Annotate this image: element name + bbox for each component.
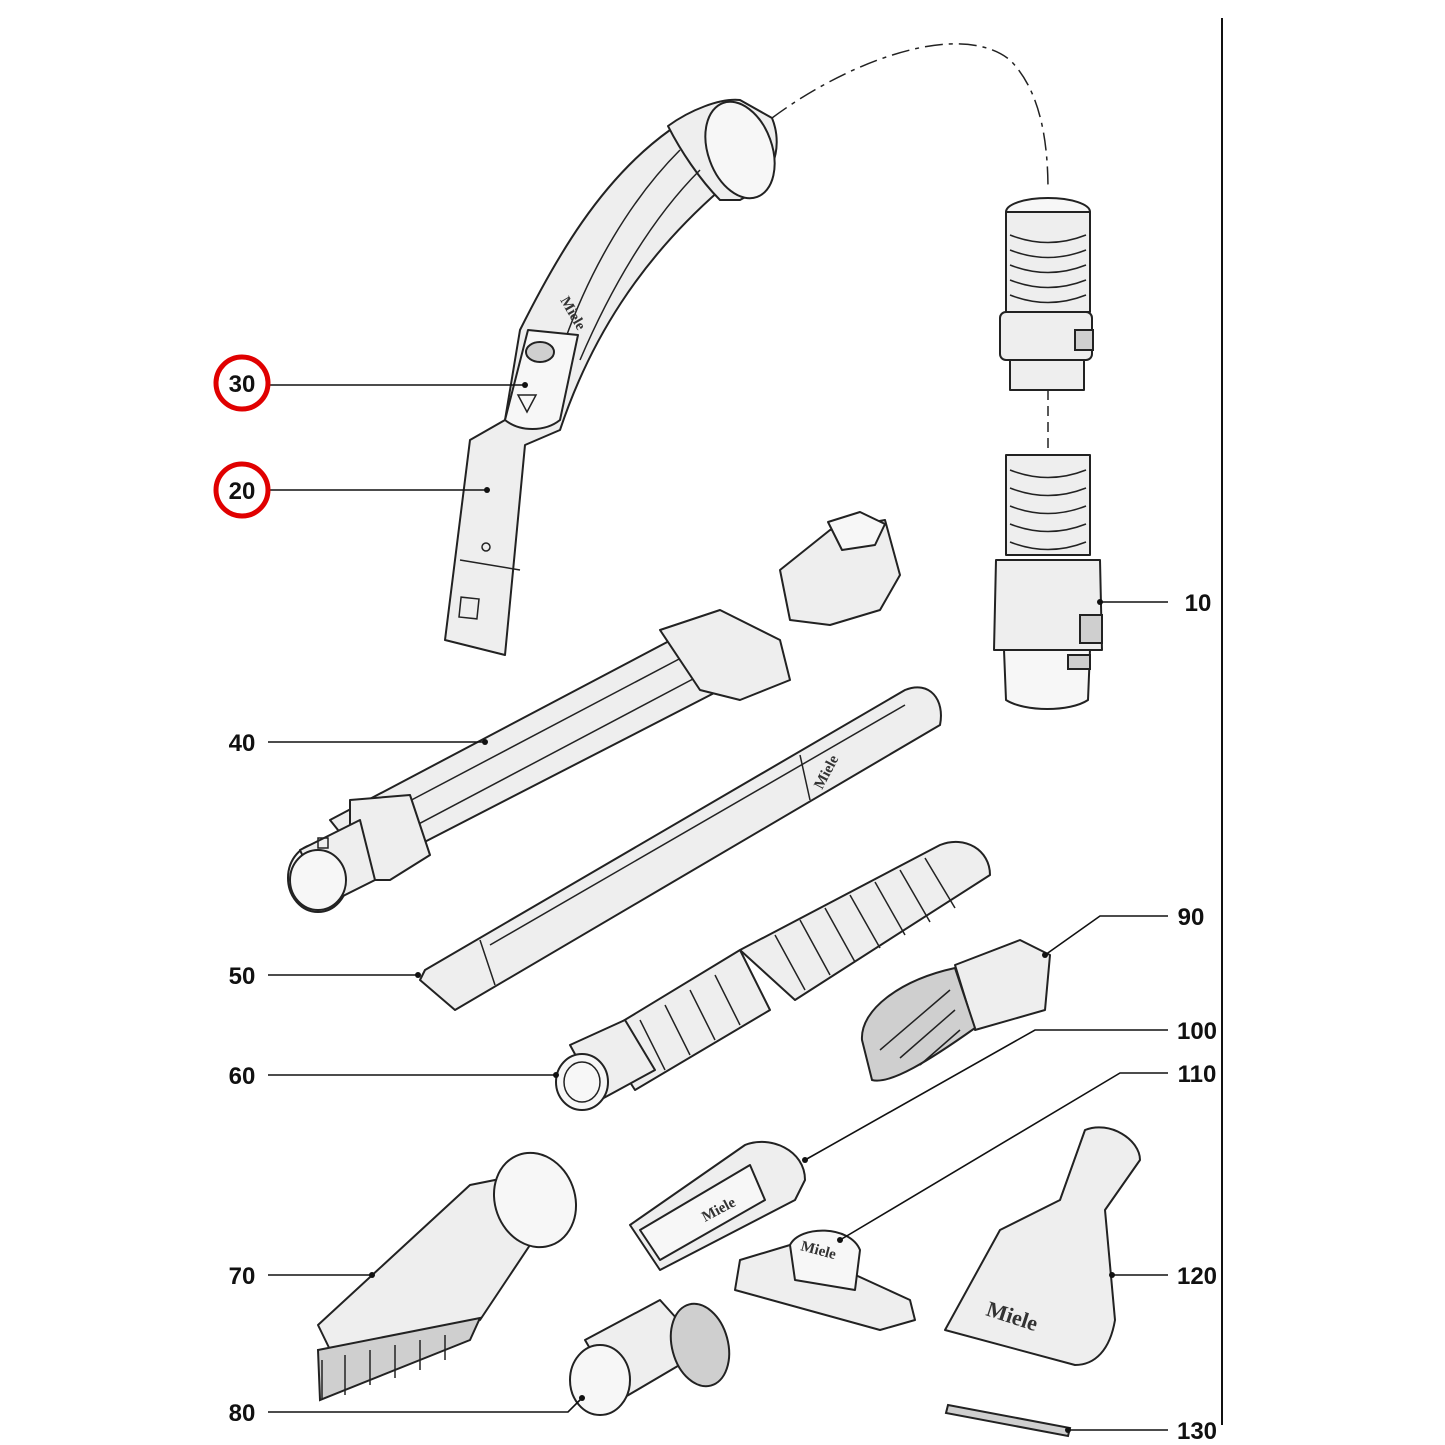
round-brush-part-80 (569, 1299, 731, 1416)
callout-120: 120 (1177, 1263, 1217, 1290)
callout-100: 100 (1177, 1018, 1217, 1045)
callout-80: 80 (229, 1400, 256, 1427)
wide-nozzle-part-120: Miele (944, 1126, 1141, 1366)
dusting-brush-part-70 (316, 1151, 578, 1402)
highlight-circle-30 (213, 354, 271, 412)
callout-90: 90 (1178, 904, 1205, 931)
callout-labels: 30 20 10 40 50 60 70 80 90 100 110 120 1… (229, 371, 1217, 1445)
callout-50: 50 (229, 963, 256, 990)
hose-dashed-path (771, 43, 1049, 191)
callout-10: 10 (1185, 590, 1212, 617)
telescopic-tube-part-40 (287, 511, 901, 913)
callout-110: 110 (1178, 1061, 1217, 1088)
leader-lines (268, 382, 1168, 1433)
small-nozzle-part-100: Miele (629, 1140, 806, 1271)
floor-tool-part-110: Miele (734, 1229, 916, 1331)
hose-connector-part-10 (993, 197, 1103, 710)
callout-70: 70 (229, 1263, 256, 1290)
callout-20: 20 (229, 478, 256, 505)
crevice-nozzle-part-50: Miele (419, 686, 942, 1011)
handle-slider-part-30 (504, 329, 579, 430)
callout-40: 40 (229, 730, 256, 757)
highlight-circle-20 (213, 461, 271, 519)
squeegee-strip-part-130 (944, 1403, 1072, 1438)
radiator-brush-part-90 (860, 939, 1051, 1082)
flex-extension-part-60 (555, 840, 991, 1111)
handle-part-20: Miele (444, 98, 778, 656)
callout-30: 30 (229, 371, 256, 398)
callout-60: 60 (229, 1063, 256, 1090)
callout-130: 130 (1177, 1418, 1217, 1445)
